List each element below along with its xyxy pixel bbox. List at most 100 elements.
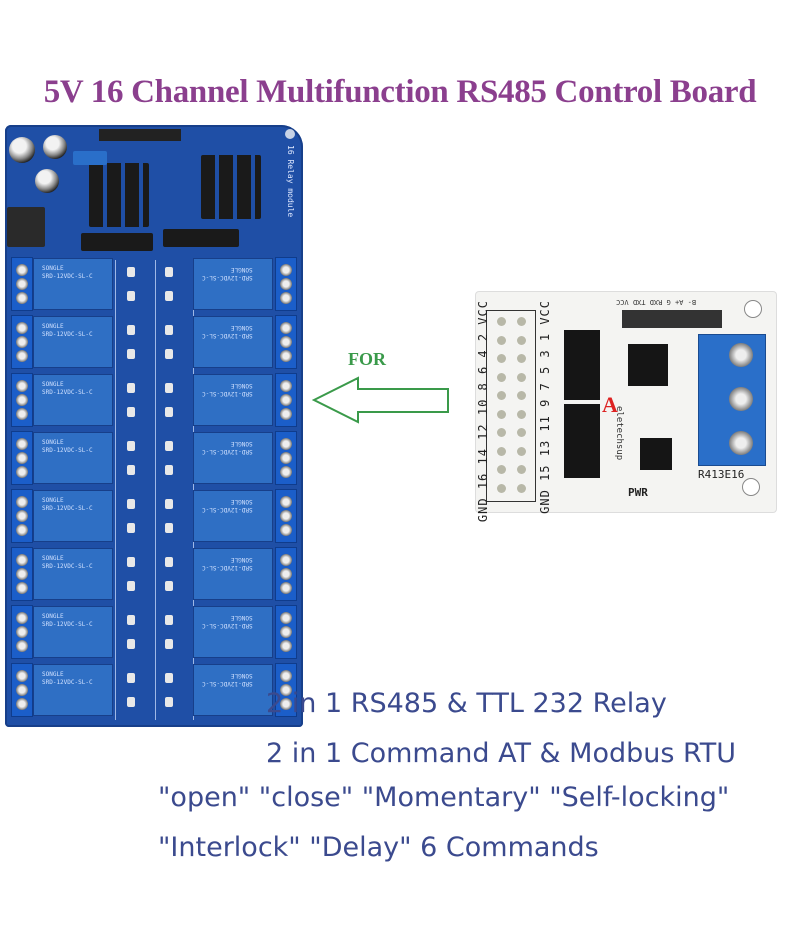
header-pin [497, 317, 506, 326]
screw [16, 322, 28, 334]
screw [16, 524, 28, 536]
smd-component [165, 465, 173, 475]
smd-component [165, 499, 173, 509]
relay: SONGLE SRD-12VDC-SL-C [33, 490, 113, 542]
relay-marking: SRD-12VDC-SL-C SONGLE [202, 324, 253, 339]
screw [16, 568, 28, 580]
relay-terminal [275, 315, 297, 369]
header-pin [497, 391, 506, 400]
screw [16, 582, 28, 594]
divider [115, 260, 116, 720]
smd-component [127, 557, 135, 567]
header-pin [517, 372, 526, 382]
capacitor [9, 137, 35, 163]
relay-terminal [11, 663, 33, 717]
screw [16, 496, 28, 508]
for-label: FOR [348, 349, 386, 369]
relay-terminal [11, 431, 33, 485]
screw [16, 394, 28, 406]
smd-component [127, 441, 135, 451]
relay: SRD-12VDC-SL-C SONGLE [193, 548, 273, 600]
relay-marking: SONGLE SRD-12VDC-SL-C [42, 265, 93, 280]
relay-marking: SRD-12VDC-SL-C SONGLE [202, 614, 253, 629]
relay: SRD-12VDC-SL-C SONGLE [193, 374, 273, 426]
smd-component [165, 291, 173, 301]
screw [16, 292, 28, 304]
header-pin [497, 409, 506, 419]
relay-terminal [11, 315, 33, 369]
relay-terminal [275, 257, 297, 311]
mounting-hole [744, 300, 762, 318]
screw [280, 698, 292, 710]
relay-terminal [275, 489, 297, 543]
relay: SRD-12VDC-SL-C SONGLE [193, 490, 273, 542]
screw [729, 343, 753, 367]
smd-component [127, 291, 135, 301]
smd-component [165, 639, 173, 649]
screw [16, 336, 28, 348]
screw [280, 394, 292, 406]
smd-component [127, 267, 135, 277]
ic-chip [564, 330, 600, 400]
ic-chip [628, 344, 668, 386]
relay-terminal [11, 605, 33, 659]
smd-component [165, 673, 173, 683]
smd-component [127, 673, 135, 683]
screw [280, 670, 292, 682]
driver-ic [81, 233, 153, 251]
smd-component [127, 639, 135, 649]
screw [280, 322, 292, 334]
screw [280, 612, 292, 624]
header-pin [517, 483, 526, 493]
header-pin [517, 446, 526, 456]
screw [16, 698, 28, 710]
screw [16, 278, 28, 290]
screw [729, 387, 753, 411]
header-pin [517, 354, 526, 363]
optocoupler-array [89, 163, 149, 227]
relay-marking: SRD-12VDC-SL-C SONGLE [202, 382, 253, 397]
screw [16, 466, 28, 478]
smd-component [127, 697, 135, 707]
smd-component [165, 267, 173, 277]
screw [280, 510, 292, 522]
io-header [486, 310, 536, 502]
smd-component [165, 581, 173, 591]
relay-marking: SRD-12VDC-SL-C SONGLE [202, 556, 253, 571]
power-terminal [73, 151, 107, 165]
header-pin [497, 428, 506, 437]
screw [16, 554, 28, 566]
header-pin [497, 354, 506, 363]
relay: SRD-12VDC-SL-C SONGLE [193, 606, 273, 658]
screw [16, 380, 28, 392]
screw [16, 408, 28, 420]
feature-line-4: "Interlock" "Delay" 6 Commands [158, 832, 599, 863]
smd-component [127, 523, 135, 533]
relay: SRD-12VDC-SL-C SONGLE [193, 432, 273, 484]
smd-component [127, 407, 135, 417]
screw [16, 640, 28, 652]
smd-component [165, 557, 173, 567]
screw [280, 380, 292, 392]
screw [16, 264, 28, 276]
page-title: 5V 16 Channel Multifunction RS485 Contro… [43, 74, 757, 110]
smd-component [127, 581, 135, 591]
screw [280, 350, 292, 362]
smd-component [165, 325, 173, 335]
screw [280, 524, 292, 536]
smd-component [165, 523, 173, 533]
model-label: R413E16 [698, 468, 745, 481]
ic-chip [640, 438, 672, 470]
relay-marking: SONGLE SRD-12VDC-SL-C [42, 613, 93, 628]
header-pin [497, 446, 506, 456]
relay: SRD-12VDC-SL-C SONGLE [193, 664, 273, 716]
relay-marking: SONGLE SRD-12VDC-SL-C [42, 671, 93, 686]
header-pin [497, 483, 506, 493]
smd-component [165, 441, 173, 451]
relay-terminal [275, 547, 297, 601]
feature-line-3: "open" "close" "Momentary" "Self-locking… [158, 782, 730, 813]
mounting-hole [742, 478, 760, 496]
header-pin [517, 409, 526, 419]
screw [280, 568, 292, 580]
